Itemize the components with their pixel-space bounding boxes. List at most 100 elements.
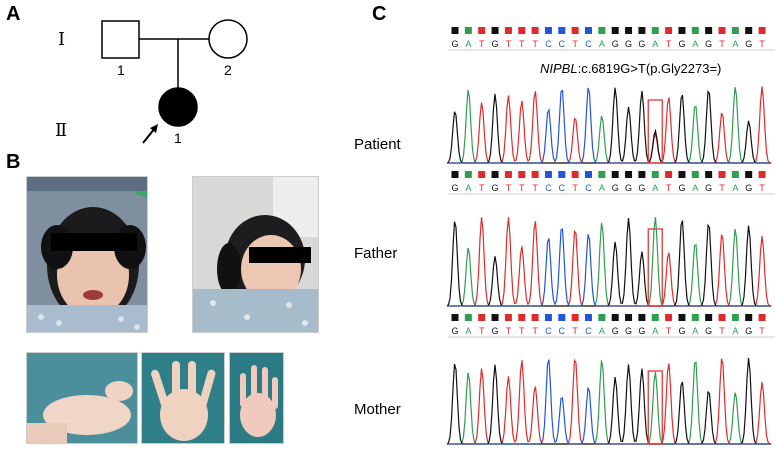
patient-calls-base-1: A bbox=[465, 183, 471, 193]
reference-row-base-22: G bbox=[745, 39, 752, 49]
father-calls-base-16: T bbox=[666, 326, 672, 336]
father-calls-base-4: T bbox=[506, 326, 512, 336]
generation-1-label: Ⅰ bbox=[58, 29, 66, 49]
reference-row-call-20 bbox=[718, 27, 726, 34]
pedigree-diagram bbox=[101, 19, 248, 144]
reference-row-call-3 bbox=[491, 27, 499, 34]
reference-row-call-10 bbox=[585, 27, 592, 34]
father-calls-base-13: G bbox=[625, 326, 632, 336]
father-calls-call-3 bbox=[491, 314, 499, 321]
patient-variant-highlight bbox=[647, 99, 663, 164]
father-calls-base-7: C bbox=[545, 326, 552, 336]
reference-row-base-3: G bbox=[492, 39, 499, 49]
reference-row-call-11 bbox=[598, 27, 606, 34]
patient-calls-call-3 bbox=[491, 171, 499, 178]
patient-calls-base-22: G bbox=[745, 183, 752, 193]
proband-symbol bbox=[158, 87, 198, 127]
reference-row-base-10: C bbox=[585, 39, 592, 49]
father-calls-base-5: T bbox=[519, 326, 525, 336]
father-calls-call-11 bbox=[598, 314, 606, 321]
generation-2-label: Ⅱ bbox=[55, 120, 68, 140]
reference-row-call-5 bbox=[518, 27, 526, 34]
patient-calls-base-12: G bbox=[612, 183, 619, 193]
reference-row-call-6 bbox=[531, 27, 539, 34]
reference-row-base-12: G bbox=[612, 39, 619, 49]
patient-calls-call-14 bbox=[638, 171, 646, 178]
father-calls-call-23 bbox=[758, 314, 766, 321]
reference-row-call-12 bbox=[611, 27, 619, 34]
reference-row-call-1 bbox=[464, 27, 472, 34]
father-calls-call-19 bbox=[705, 314, 713, 321]
patient-calls-base-4: T bbox=[506, 183, 512, 193]
father-calls-base-10: C bbox=[585, 326, 592, 336]
father-calls-call-21 bbox=[731, 314, 739, 321]
father-calls-base-9: T bbox=[572, 326, 578, 336]
sample-label-patient: Patient bbox=[354, 136, 401, 153]
father-calls-call-4 bbox=[504, 314, 512, 321]
patient-calls-call-7 bbox=[544, 171, 552, 178]
patient-calls-call-16 bbox=[665, 171, 673, 178]
father-id: 1 bbox=[117, 62, 125, 78]
father-calls-base-15: A bbox=[652, 326, 658, 336]
patient-calls-call-21 bbox=[731, 171, 739, 178]
father-calls-call-17 bbox=[678, 314, 686, 321]
father-calls-call-7 bbox=[544, 314, 552, 321]
reference-row-base-6: T bbox=[532, 39, 538, 49]
reference-row-call-0 bbox=[451, 27, 459, 34]
sample-label-mother: Mother bbox=[354, 401, 401, 418]
patient-calls-call-23 bbox=[758, 171, 766, 178]
proband-id: 1 bbox=[174, 130, 182, 146]
patient-calls-base-10: C bbox=[585, 183, 592, 193]
father-calls-call-12 bbox=[611, 314, 619, 321]
patient-calls-base-11: A bbox=[599, 183, 605, 193]
reference-row-call-8 bbox=[558, 27, 566, 34]
father-calls-call-20 bbox=[718, 314, 726, 321]
patient-calls-base-23: T bbox=[759, 183, 765, 193]
reference-row-base-0: G bbox=[451, 39, 458, 49]
father-trace-G bbox=[446, 218, 771, 307]
father-calls-call-1 bbox=[464, 314, 472, 321]
patient-calls-base-19: G bbox=[705, 183, 712, 193]
father-calls-base-6: T bbox=[532, 326, 538, 336]
patient-trace-G bbox=[446, 87, 771, 164]
reference-row-call-2 bbox=[478, 27, 486, 34]
reference-row-base-5: T bbox=[519, 39, 525, 49]
patient-calls-call-19 bbox=[705, 171, 713, 178]
mother-trace-G bbox=[446, 357, 771, 445]
reference-row-base-18: A bbox=[692, 39, 698, 49]
father-calls-call-2 bbox=[478, 314, 486, 321]
reference-row-call-14 bbox=[638, 27, 646, 34]
father-calls-base-22: G bbox=[745, 326, 752, 336]
patient-calls-call-4 bbox=[504, 171, 512, 178]
father-calls-base-3: G bbox=[492, 326, 499, 336]
father-calls-base-17: G bbox=[678, 326, 685, 336]
patient-calls-call-8 bbox=[558, 171, 566, 178]
father-trace-C bbox=[447, 227, 771, 307]
mother-id: 2 bbox=[224, 62, 232, 78]
reference-row-call-19 bbox=[705, 27, 713, 34]
patient-calls-base-3: G bbox=[492, 183, 499, 193]
reference-row-base-16: T bbox=[666, 39, 672, 49]
patient-calls-call-10 bbox=[585, 171, 592, 178]
father-calls-call-0 bbox=[451, 314, 459, 321]
variant-label: NIPBL:c.6819G>T(p.Gly2273=) bbox=[540, 62, 721, 75]
father-calls-base-12: G bbox=[612, 326, 619, 336]
reference-row-call-21 bbox=[731, 27, 739, 34]
father-calls-base-14: G bbox=[638, 326, 645, 336]
father-calls-base-19: G bbox=[705, 326, 712, 336]
father-calls-base-0: G bbox=[451, 326, 458, 336]
reference-row-base-1: A bbox=[465, 39, 471, 49]
father-calls-call-6 bbox=[531, 314, 539, 321]
panel-label-b: B bbox=[6, 151, 21, 173]
father-calls-base-21: A bbox=[732, 326, 738, 336]
patient-calls-call-12 bbox=[611, 171, 619, 178]
patient-calls-base-2: T bbox=[479, 183, 485, 193]
proband-arrow-head bbox=[150, 124, 158, 133]
father-calls-base-2: T bbox=[479, 326, 485, 336]
patient-calls-base-17: G bbox=[678, 183, 685, 193]
patient-calls-call-20 bbox=[718, 171, 726, 178]
reference-row-base-17: G bbox=[678, 39, 685, 49]
sample-label-father: Father bbox=[354, 245, 398, 262]
father-calls-call-22 bbox=[745, 314, 753, 321]
reference-row-base-23: T bbox=[759, 39, 765, 49]
